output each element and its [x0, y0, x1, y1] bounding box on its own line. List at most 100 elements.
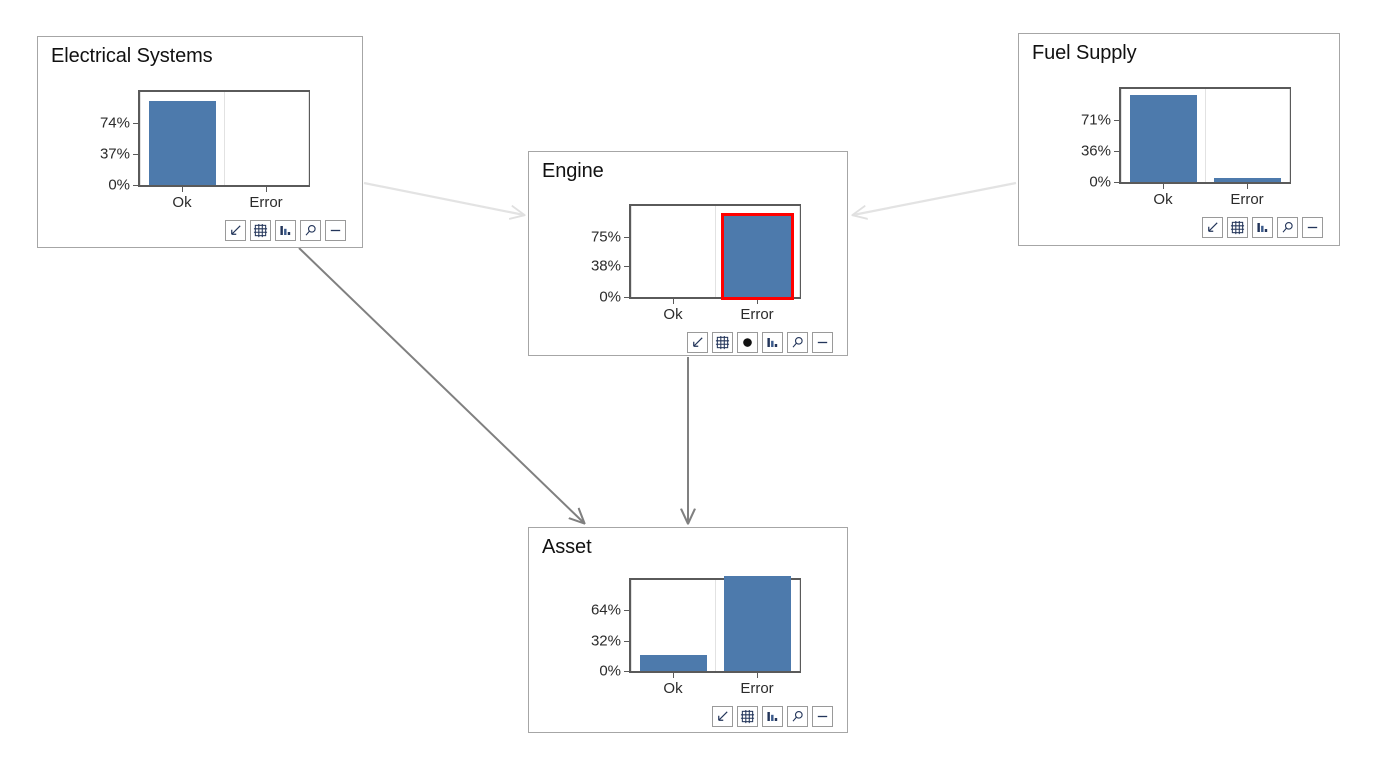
x-axis-tick-mark: [1247, 183, 1248, 189]
x-axis-tick-label: Ok: [663, 306, 683, 323]
plot-area: [629, 576, 801, 673]
y-axis-tick-mark: [624, 610, 629, 611]
minus-icon[interactable]: [1302, 217, 1323, 238]
category-separator: [308, 92, 309, 185]
grid-icon[interactable]: [250, 220, 271, 241]
bar-error[interactable]: [724, 576, 791, 671]
category-separator: [715, 206, 716, 297]
y-axis-tick-mark: [624, 266, 629, 267]
magnifier-icon[interactable]: [1277, 217, 1298, 238]
y-axis-tick-label: 0%: [599, 662, 621, 680]
y-axis-tick-mark: [624, 297, 629, 298]
y-axis-tick-mark: [624, 641, 629, 642]
x-axis-tick-label: Error: [740, 680, 774, 697]
bar-chart-icon[interactable]: [1252, 217, 1273, 238]
panel-toolbar: [712, 706, 833, 727]
y-axis-tick-mark: [133, 154, 138, 155]
plot-area: [629, 204, 801, 300]
category-separator: [799, 206, 800, 297]
node-title: Asset: [542, 536, 592, 558]
x-axis-tick-label: Ok: [663, 680, 683, 697]
node-panel-electrical-systems[interactable]: Electrical Systems 74% 37% 0% Ok Error: [37, 36, 363, 248]
bar-error[interactable]: [1214, 178, 1281, 182]
bar-error[interactable]: [721, 213, 794, 300]
category-separator: [224, 92, 225, 185]
x-axis-tick-mark: [182, 186, 183, 192]
bar-chart: 74% 37% 0% Ok Error: [38, 37, 364, 249]
magnifier-icon[interactable]: [787, 706, 808, 727]
x-axis-tick-mark: [266, 186, 267, 192]
x-axis-tick-mark: [757, 298, 758, 304]
magnifier-icon[interactable]: [300, 220, 321, 241]
x-axis-tick-mark: [757, 672, 758, 678]
category-separator: [140, 92, 141, 185]
category-separator: [1205, 89, 1206, 182]
y-axis-tick-label: 0%: [1089, 173, 1111, 191]
y-axis-tick-mark: [624, 237, 629, 238]
bar-ok[interactable]: [1130, 95, 1197, 182]
edge-electrical-to-engine: [363, 181, 524, 215]
bar-ok[interactable]: [149, 101, 216, 185]
edge-fuel-to-engine: [853, 181, 1017, 215]
plot-inner: [631, 206, 800, 300]
y-axis-tick-label: 32%: [590, 632, 621, 650]
collapse-arrow-icon[interactable]: [712, 706, 733, 727]
node-title: Electrical Systems: [51, 45, 213, 67]
y-axis-tick-label: 71%: [1080, 111, 1111, 129]
y-axis-tick-mark: [133, 123, 138, 124]
bar-chart-icon[interactable]: [275, 220, 296, 241]
panel-toolbar: [225, 220, 346, 241]
minus-icon[interactable]: [812, 332, 833, 353]
x-axis-tick-label: Error: [1230, 191, 1264, 208]
x-axis-tick-mark: [1163, 183, 1164, 189]
circle-icon[interactable]: [737, 332, 758, 353]
plot-inner: [631, 576, 800, 671]
grid-icon[interactable]: [1227, 217, 1248, 238]
grid-icon[interactable]: [737, 706, 758, 727]
panel-toolbar: [687, 332, 833, 353]
y-axis-tick-label: 0%: [108, 176, 130, 194]
y-axis-tick-label: 37%: [99, 145, 130, 163]
category-separator: [715, 580, 716, 671]
plot-area: [138, 90, 310, 187]
collapse-arrow-icon[interactable]: [687, 332, 708, 353]
category-separator: [631, 580, 632, 671]
y-axis-tick-label: 38%: [590, 257, 621, 275]
minus-icon[interactable]: [325, 220, 346, 241]
bar-ok[interactable]: [640, 655, 707, 671]
grid-icon[interactable]: [712, 332, 733, 353]
x-axis-tick-label: Ok: [172, 194, 192, 211]
collapse-arrow-icon[interactable]: [1202, 217, 1223, 238]
bar-chart-icon[interactable]: [762, 332, 783, 353]
plot-area: [1119, 87, 1291, 184]
plot-inner: [140, 92, 309, 185]
magnifier-icon[interactable]: [787, 332, 808, 353]
x-axis-tick-mark: [673, 672, 674, 678]
category-separator: [799, 580, 800, 671]
collapse-arrow-icon[interactable]: [225, 220, 246, 241]
x-axis-tick-mark: [673, 298, 674, 304]
y-axis-tick-label: 74%: [99, 114, 130, 132]
minus-icon[interactable]: [812, 706, 833, 727]
bar-chart-icon[interactable]: [762, 706, 783, 727]
y-axis-tick-mark: [133, 185, 138, 186]
plot-inner: [1121, 89, 1290, 182]
y-axis-tick-mark: [1114, 151, 1119, 152]
x-axis-tick-label: Ok: [1153, 191, 1173, 208]
node-title: Fuel Supply: [1032, 42, 1137, 64]
x-axis-tick-label: Error: [740, 306, 774, 323]
y-axis-tick-mark: [1114, 182, 1119, 183]
x-axis-tick-label: Error: [249, 194, 283, 211]
y-axis-tick-mark: [624, 671, 629, 672]
category-separator: [1289, 89, 1290, 182]
y-axis-tick-label: 75%: [590, 228, 621, 246]
y-axis-tick-mark: [1114, 120, 1119, 121]
node-title: Engine: [542, 160, 604, 182]
